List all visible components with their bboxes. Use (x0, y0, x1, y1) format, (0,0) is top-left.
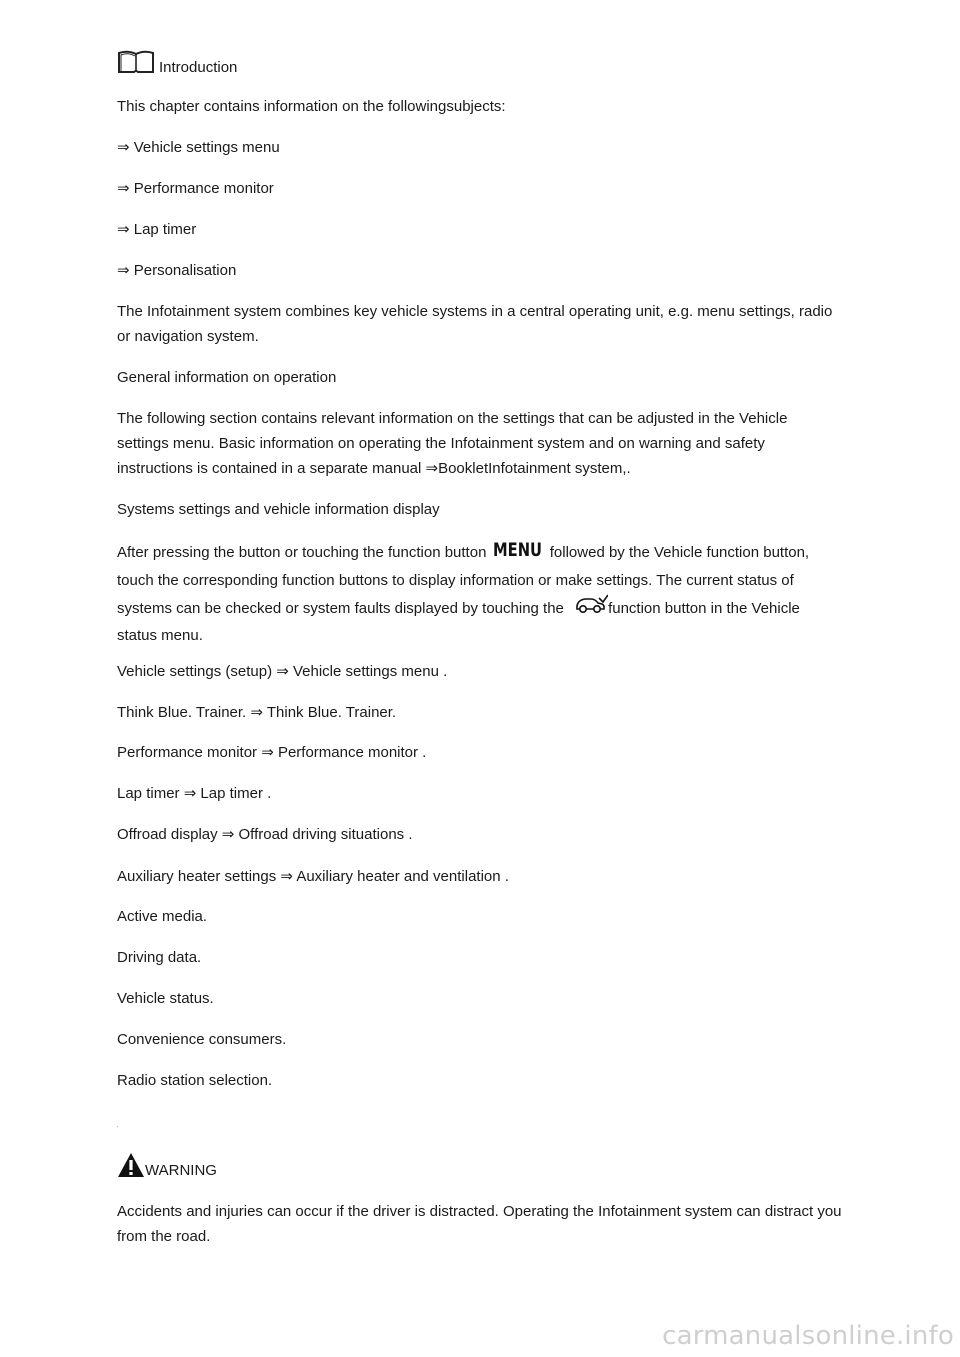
warning-heading: WARNING (117, 1152, 842, 1186)
pressing-text-part3: function button in the Vehicle status me… (117, 600, 800, 644)
item-driving-data: Driving data. (117, 949, 202, 966)
book-icon (117, 50, 155, 82)
link-lap-timer[interactable]: ⇒ Lap timer (117, 221, 197, 238)
item-vehicle-status: Vehicle status. (117, 990, 214, 1007)
item-offroad-display: Offroad display ⇒ Offroad driving situat… (117, 826, 413, 843)
car-status-icon (574, 594, 609, 623)
paragraph-pressing-button: After pressing the button or touching th… (117, 539, 842, 649)
pressing-text-part1: After pressing the button or touching th… (117, 544, 491, 561)
item-performance-monitor: Performance monitor ⇒ Performance monito… (117, 744, 427, 761)
menu-button-icon: MENU (493, 539, 543, 568)
watermark: carmanualsonline.info (662, 1321, 954, 1351)
item-radio-station-selection: Radio station selection. (117, 1072, 273, 1089)
intro-text: This chapter contains information on the… (117, 98, 506, 115)
warning-icon (117, 1152, 145, 1186)
systems-settings-heading: Systems settings and vehicle information… (117, 501, 440, 518)
item-lap-timer: Lap timer ⇒ Lap timer . (117, 785, 272, 802)
item-vehicle-settings: Vehicle settings (setup) ⇒ Vehicle setti… (117, 663, 448, 680)
warning-label: WARNING (145, 1162, 217, 1179)
item-auxiliary-heater: Auxiliary heater settings ⇒ Auxiliary he… (117, 868, 509, 885)
general-information-heading: General information on operation (117, 369, 337, 386)
link-performance-monitor[interactable]: ⇒ Performance monitor (117, 180, 274, 197)
warning-text: Accidents and injuries can occur if the … (117, 1203, 842, 1245)
link-personalisation[interactable]: ⇒ Personalisation (117, 262, 237, 279)
paragraph-following-section: The following section contains relevant … (117, 410, 788, 477)
item-active-media: Active media. (117, 908, 208, 925)
link-vehicle-settings-menu[interactable]: ⇒ Vehicle settings menu (117, 139, 280, 156)
pressing-text-part2: followed by the Vehicle function button,… (117, 544, 810, 617)
item-convenience-consumers: Convenience consumers. (117, 1031, 287, 1048)
menu-icon-label: MENU (493, 539, 542, 559)
section-title: Introduction (159, 59, 238, 76)
section-heading: Introduction (117, 50, 842, 82)
paragraph-infotainment: The Infotainment system combines key veh… (117, 303, 833, 345)
item-think-blue-trainer: Think Blue. Trainer. ⇒ Think Blue. Train… (117, 704, 397, 721)
divider-dot (117, 1126, 118, 1127)
